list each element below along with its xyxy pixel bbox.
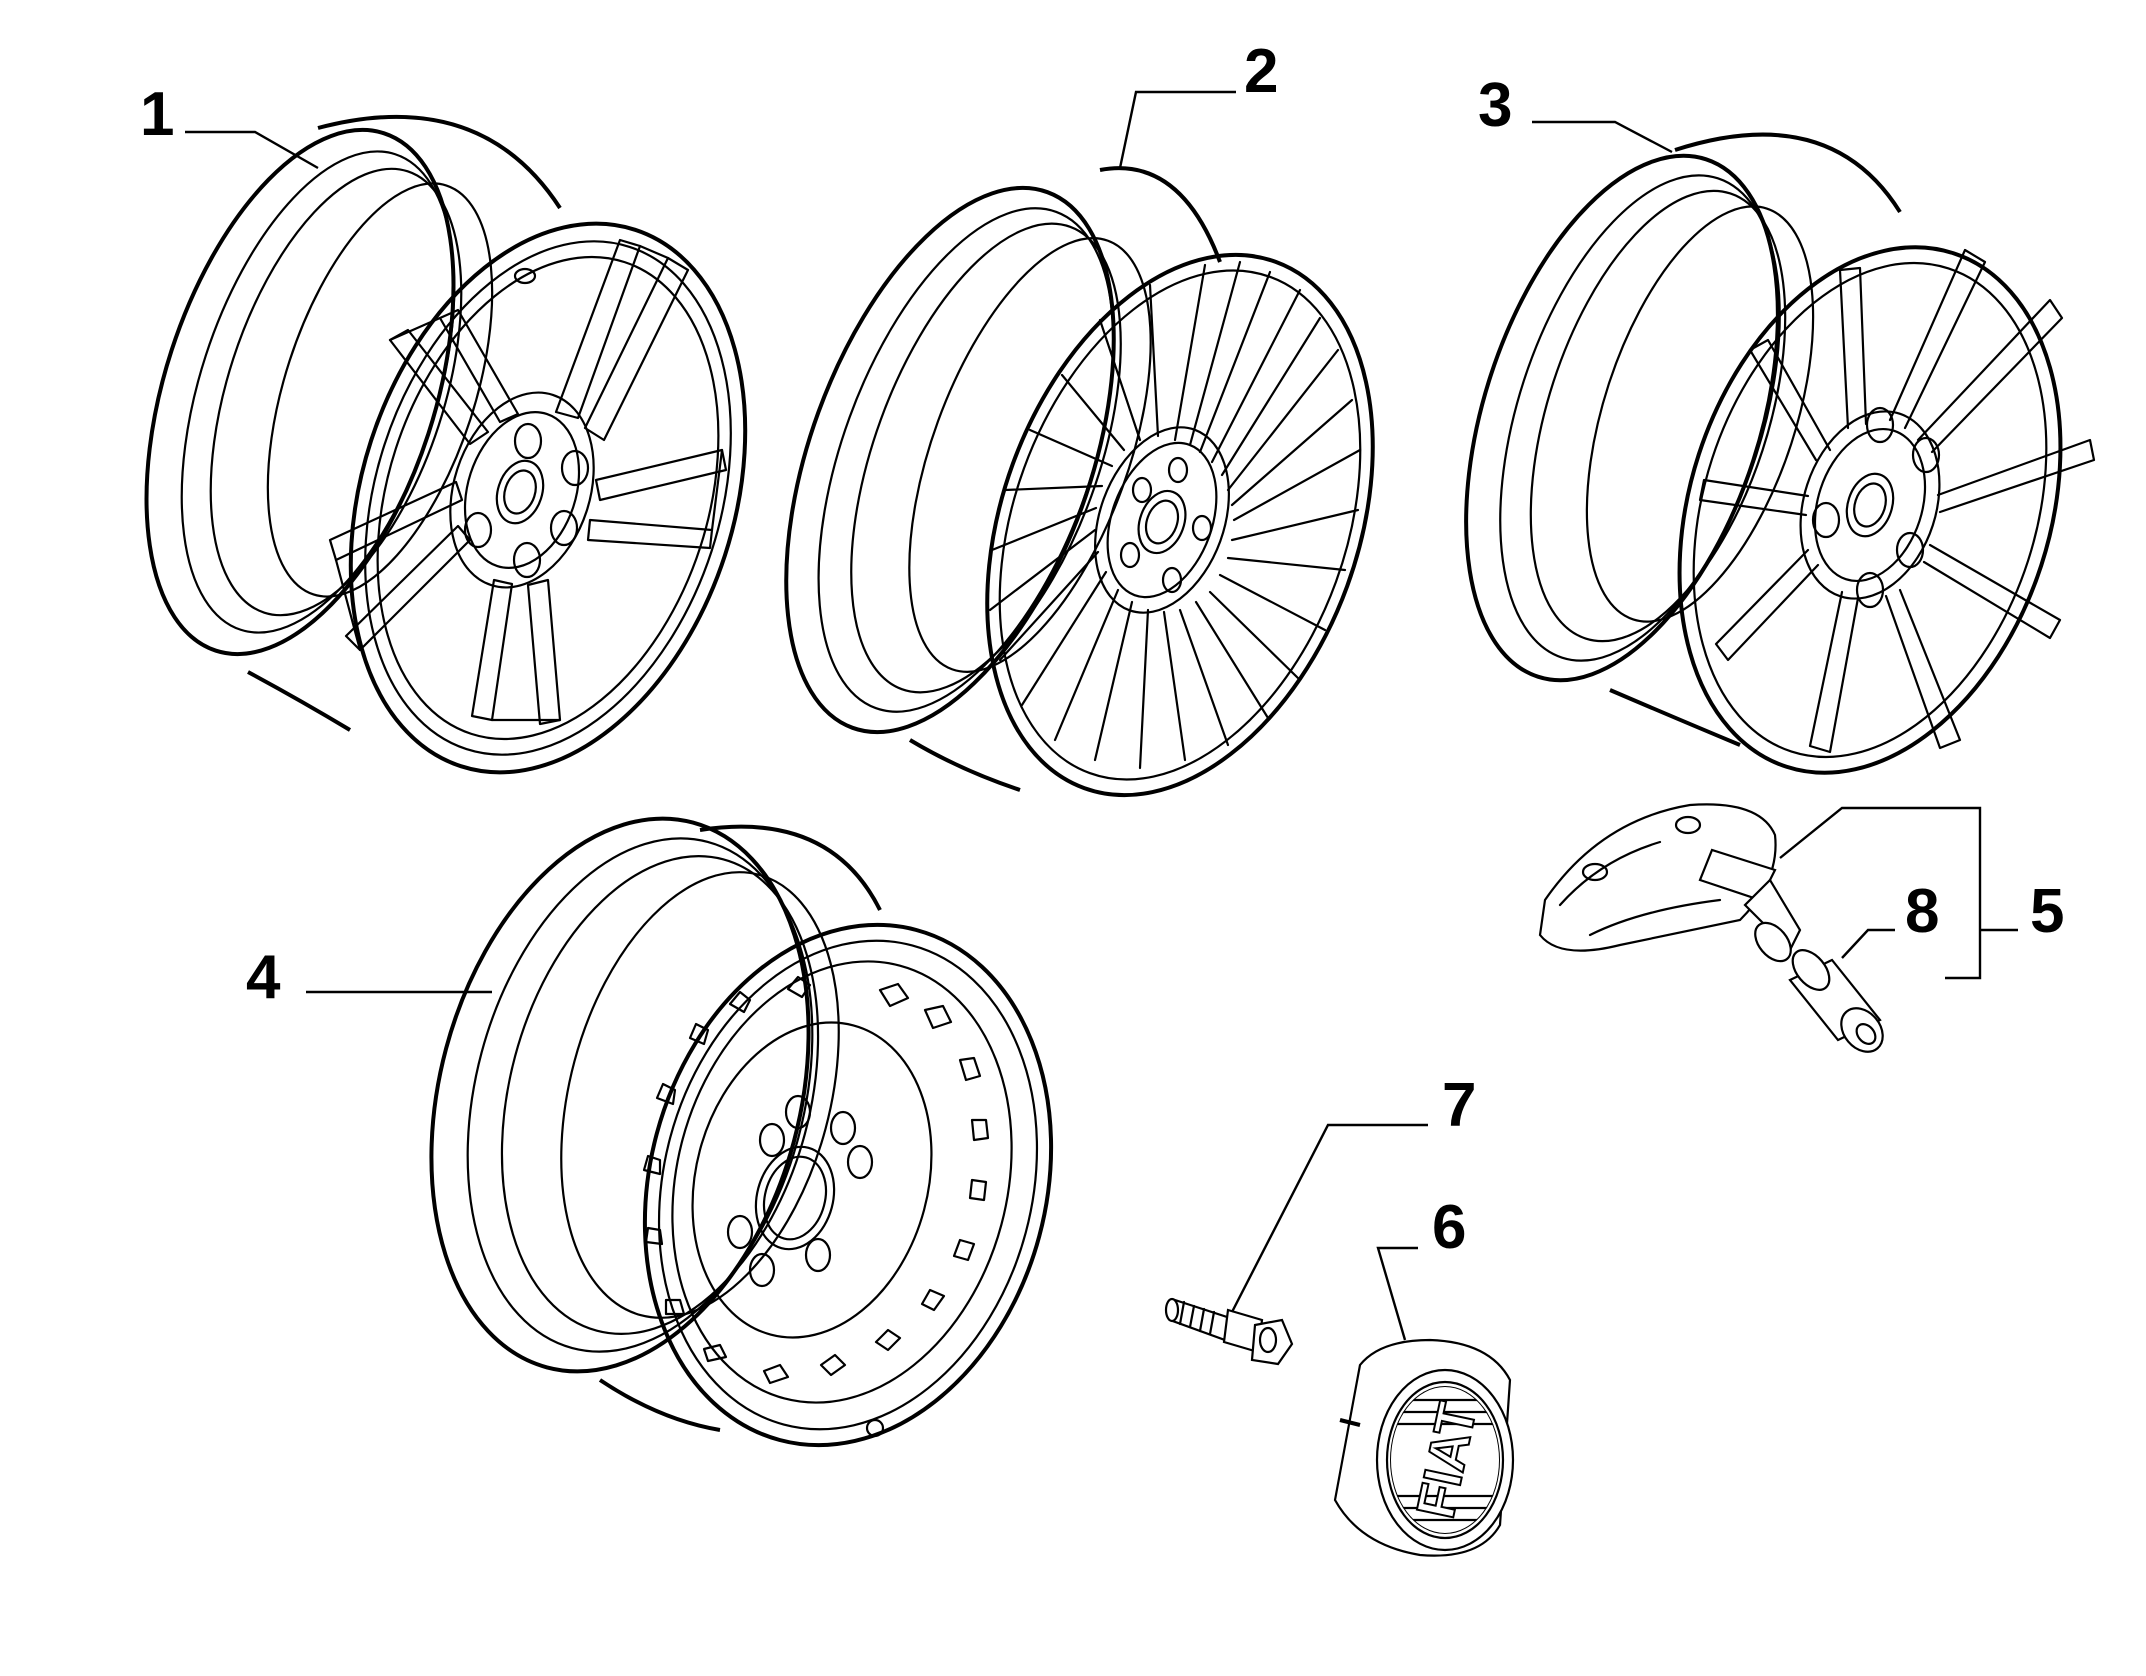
hub-cap: FIAT: [1333, 1338, 1515, 1557]
leader-6: [1376, 1246, 1418, 1341]
steel-wheel: [429, 816, 1054, 1448]
leader-8-cap: [1841, 928, 1895, 959]
fiat-logo: FIAT: [1390, 1386, 1500, 1534]
tpms-sensor: [1538, 803, 1802, 963]
alloy-wheel-3: [1464, 132, 2096, 775]
callout-7: 7: [1442, 1071, 1476, 1140]
leader-8-sensor: [1779, 806, 1945, 859]
callout-1: 1: [140, 80, 174, 149]
callout-numbers: 1 2 3 4 5 6 7 8: [140, 37, 2064, 1262]
callout-4: 4: [246, 943, 281, 1012]
callout-8: 8: [1905, 877, 1939, 946]
callout-2: 2: [1244, 37, 1278, 106]
wheel-bolt: [1164, 1297, 1294, 1366]
callout-5: 5: [2030, 877, 2064, 946]
leader-7: [1230, 1123, 1428, 1313]
valve-cap: [1788, 949, 1884, 1053]
leader-1: [185, 130, 319, 170]
leader-3: [1532, 120, 1673, 154]
bracket-5: [1945, 806, 1982, 980]
alloy-wheel-2: [784, 166, 1375, 798]
callout-6: 6: [1432, 1193, 1466, 1262]
leader-lines: [185, 90, 2018, 1341]
callout-3: 3: [1478, 71, 1512, 140]
alloy-wheel-1: [144, 114, 748, 775]
leader-2: [1118, 90, 1236, 169]
